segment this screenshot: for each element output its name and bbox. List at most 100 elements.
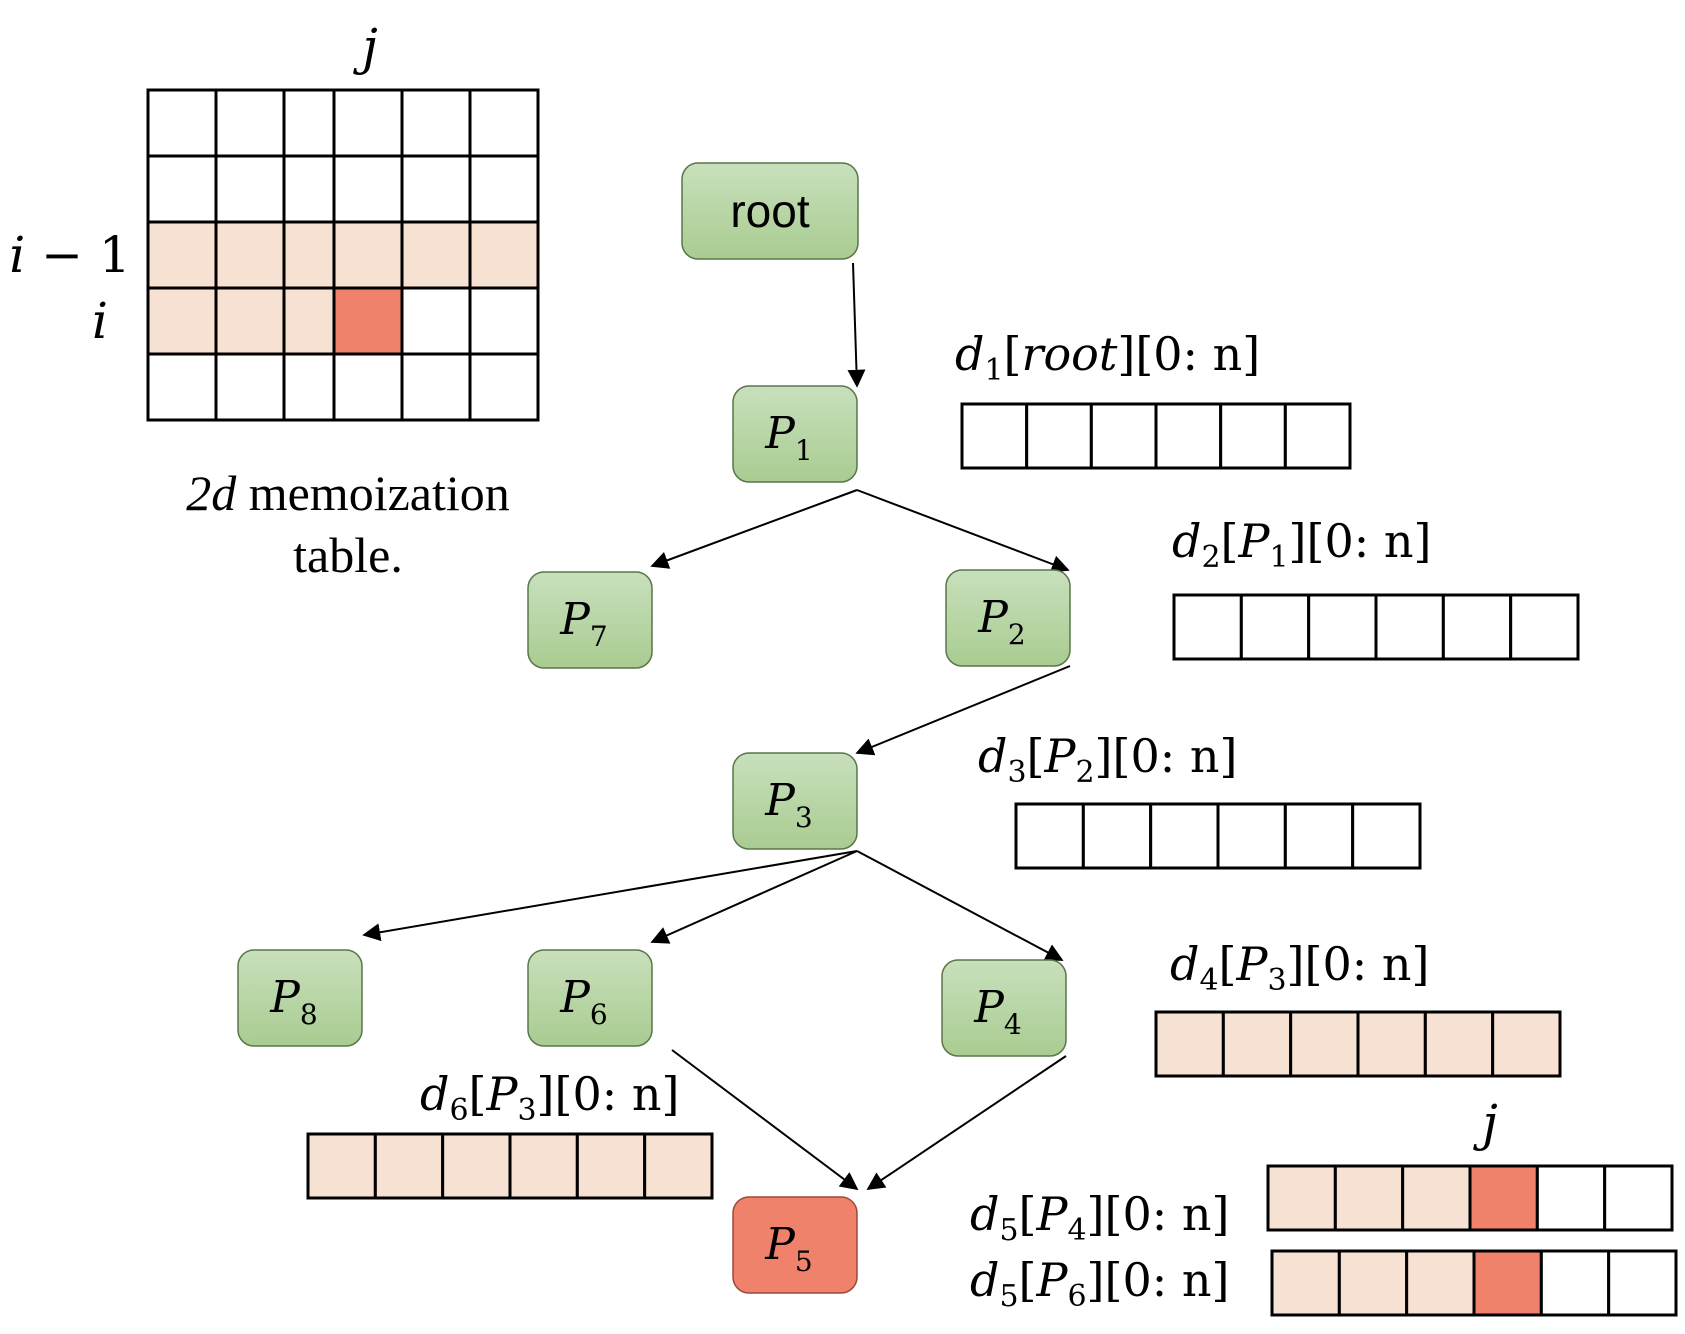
array-d5b: d5[P6][0: n] bbox=[970, 1249, 1678, 1317]
node-label: P2 bbox=[977, 592, 1025, 651]
memo-cell-3-0 bbox=[146, 286, 218, 356]
array-cell-1 bbox=[1221, 1010, 1293, 1078]
memo-cell-4-3 bbox=[332, 352, 404, 422]
array-cell-5 bbox=[1509, 593, 1580, 661]
node-P7[interactable]: P7 bbox=[527, 571, 653, 669]
array-cell-5 bbox=[1491, 1010, 1562, 1078]
tree-edges bbox=[362, 262, 1071, 1191]
memo-cell-4-0 bbox=[146, 352, 218, 422]
node-P6[interactable]: P6 bbox=[527, 949, 653, 1047]
memo-cell-0-0 bbox=[146, 88, 218, 158]
edge-P3-to-P4 bbox=[856, 850, 1064, 961]
memo-cell-1-5 bbox=[468, 154, 540, 224]
array-cell-0 bbox=[306, 1132, 377, 1200]
node-letter: P bbox=[764, 775, 796, 826]
array-cell-0 bbox=[1270, 1249, 1341, 1317]
node-box bbox=[732, 385, 858, 483]
array-label: d5[P6][0: n] bbox=[970, 1253, 1229, 1314]
d5-column-label: j bbox=[1472, 1094, 1498, 1152]
memo-caption-rest: memoization bbox=[236, 465, 510, 521]
array-cell-3 bbox=[1154, 402, 1223, 470]
array-cell-5 bbox=[1607, 1249, 1678, 1317]
memo-cell-2-5 bbox=[468, 220, 540, 290]
node-label: P1 bbox=[764, 408, 812, 467]
memo-cell-3-1 bbox=[214, 286, 286, 356]
node-letter: P bbox=[764, 1219, 796, 1270]
node-subscript: 3 bbox=[795, 801, 813, 834]
node-subscript: 2 bbox=[1008, 618, 1026, 651]
memo-cell-0-2 bbox=[282, 88, 336, 158]
array-cell-5 bbox=[1283, 402, 1352, 470]
array-cell-5 bbox=[643, 1132, 714, 1200]
dp-arrays: d1[root][0: n]d2[P1][0: n]d3[P2][0: n]d4… bbox=[306, 327, 1678, 1317]
node-P5[interactable]: P5 bbox=[732, 1196, 858, 1294]
array-label: d5[P4][0: n] bbox=[970, 1187, 1229, 1248]
memo-cell-4-4 bbox=[400, 352, 472, 422]
array-cell-1 bbox=[373, 1132, 445, 1200]
array-cell-1 bbox=[1025, 402, 1093, 470]
node-letter: P bbox=[977, 592, 1009, 643]
array-d6: d6[P3][0: n] bbox=[306, 1067, 714, 1200]
memo-cell-4-1 bbox=[214, 352, 286, 422]
node-label: P7 bbox=[559, 594, 607, 653]
array-cell-0 bbox=[1266, 1164, 1337, 1232]
node-label: P3 bbox=[764, 775, 812, 834]
memo-cell-1-2 bbox=[282, 154, 336, 224]
memo-cell-2-4 bbox=[400, 220, 472, 290]
array-cell-1 bbox=[1081, 802, 1153, 870]
node-letter: P bbox=[559, 972, 591, 1023]
memo-caption-line1: 2d memoization bbox=[186, 465, 510, 521]
node-letter: P bbox=[559, 594, 591, 645]
array-cell-0 bbox=[960, 402, 1029, 470]
node-P8[interactable]: P8 bbox=[237, 949, 363, 1047]
memo-cell-3-4 bbox=[400, 286, 472, 356]
array-label: d6[P3][0: n] bbox=[420, 1067, 679, 1128]
array-cell-2 bbox=[1289, 1010, 1360, 1078]
memo-cell-1-4 bbox=[400, 154, 472, 224]
node-box bbox=[527, 571, 653, 669]
array-cell-5 bbox=[1603, 1164, 1674, 1232]
edge-P1-to-P2 bbox=[856, 489, 1070, 573]
node-box bbox=[732, 752, 858, 850]
memo-cell-0-3 bbox=[332, 88, 404, 158]
edge-P1-to-P7 bbox=[650, 489, 858, 569]
node-subscript: 7 bbox=[590, 620, 608, 653]
memo-cell-1-0 bbox=[146, 154, 218, 224]
node-P4[interactable]: P4 bbox=[941, 959, 1067, 1057]
array-d4: d4[P3][0: n] bbox=[1154, 937, 1562, 1078]
memo-caption-italic: 2d bbox=[186, 465, 237, 521]
array-cell-2 bbox=[1307, 593, 1378, 661]
memo-table bbox=[146, 88, 540, 422]
node-P1[interactable]: P1 bbox=[732, 385, 858, 483]
array-cell-3 bbox=[1472, 1249, 1543, 1317]
array-cell-4 bbox=[1423, 1010, 1495, 1078]
array-cell-2 bbox=[1401, 1164, 1472, 1232]
memo-column-label: j bbox=[352, 18, 378, 76]
node-root[interactable]: root bbox=[681, 162, 859, 260]
array-cell-4 bbox=[575, 1132, 647, 1200]
array-d1: d1[root][0: n] bbox=[955, 327, 1352, 470]
array-cell-3 bbox=[1468, 1164, 1539, 1232]
node-letter: P bbox=[269, 972, 301, 1023]
array-cell-3 bbox=[508, 1132, 579, 1200]
array-cell-2 bbox=[1405, 1249, 1476, 1317]
array-cell-5 bbox=[1351, 802, 1422, 870]
node-subscript: 6 bbox=[590, 998, 608, 1031]
array-cell-2 bbox=[1089, 402, 1158, 470]
node-P3[interactable]: P3 bbox=[732, 752, 858, 850]
node-label: P8 bbox=[269, 972, 317, 1031]
edge-P6-to-P5 bbox=[671, 1049, 859, 1191]
memo-cell-2-2 bbox=[282, 220, 336, 290]
edge-P3-to-P6 bbox=[650, 850, 858, 944]
array-label: d4[P3][0: n] bbox=[1170, 937, 1429, 998]
array-d5a: d5[P4][0: n] bbox=[970, 1164, 1674, 1248]
node-label: P6 bbox=[559, 972, 607, 1031]
node-P2[interactable]: P2 bbox=[945, 569, 1071, 667]
edge-P4-to-P5 bbox=[866, 1055, 1067, 1191]
array-d2: d2[P1][0: n] bbox=[1172, 514, 1580, 661]
node-label: root bbox=[730, 185, 809, 237]
array-label: d1[root][0: n] bbox=[955, 327, 1260, 388]
array-cell-0 bbox=[1154, 1010, 1225, 1078]
array-cell-3 bbox=[1356, 1010, 1427, 1078]
